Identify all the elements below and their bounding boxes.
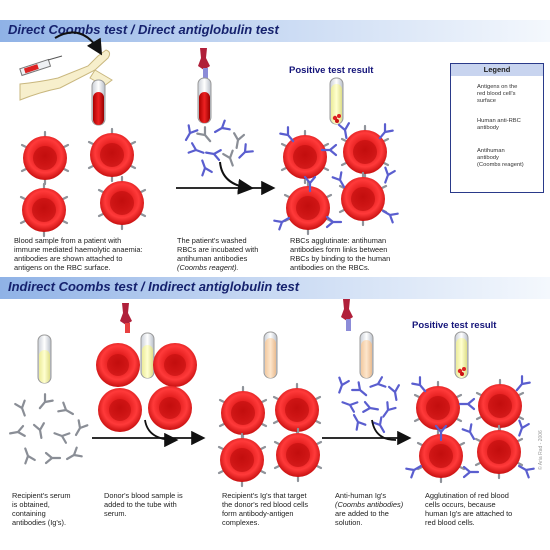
positive-label-direct: Positive test result [289,65,374,76]
rbc-group-step5 [405,375,535,484]
rbc-group-step3-indirect [217,382,323,488]
indirect-title: Indirect Coombs test / Indirect antiglob… [8,279,300,294]
indirect-banner: Indirect Coombs test / Indirect antiglob… [0,277,550,299]
positive-label-indirect: Positive test result [412,320,497,331]
rbc-group-step3 [273,122,399,236]
positive-tube-direct [329,77,344,125]
caption-indirect-step4: Anti-human Ig's(Coombs antibodies) are a… [335,491,404,527]
direct-banner: Direct Coombs test / Direct antiglobulin… [0,20,550,42]
dropper-indirect-red [120,303,155,379]
dropper-indirect-blue [341,299,374,379]
curve-arrow-step4 [371,419,397,441]
antihuman-antibodies-step4 [333,376,403,436]
blood-tube-direct [91,79,106,126]
serum-tube [37,334,52,384]
curve-arrow-step2 [219,161,254,195]
rbc-group-donor [96,343,197,432]
human-antibodies-scattered [8,393,89,465]
dropper-step2 [197,48,212,124]
antihuman-antibodies-step2 [180,119,254,177]
positive-tube-indirect [454,331,469,379]
legend-title: Legend [451,64,543,76]
peach-tube-step3 [263,331,278,379]
rbc-group-step1 [19,127,147,238]
arm-with-syringe [19,31,113,101]
copyright: © Aria Rad - 2006 [538,430,544,470]
curve-arrow-indirect [144,419,179,448]
